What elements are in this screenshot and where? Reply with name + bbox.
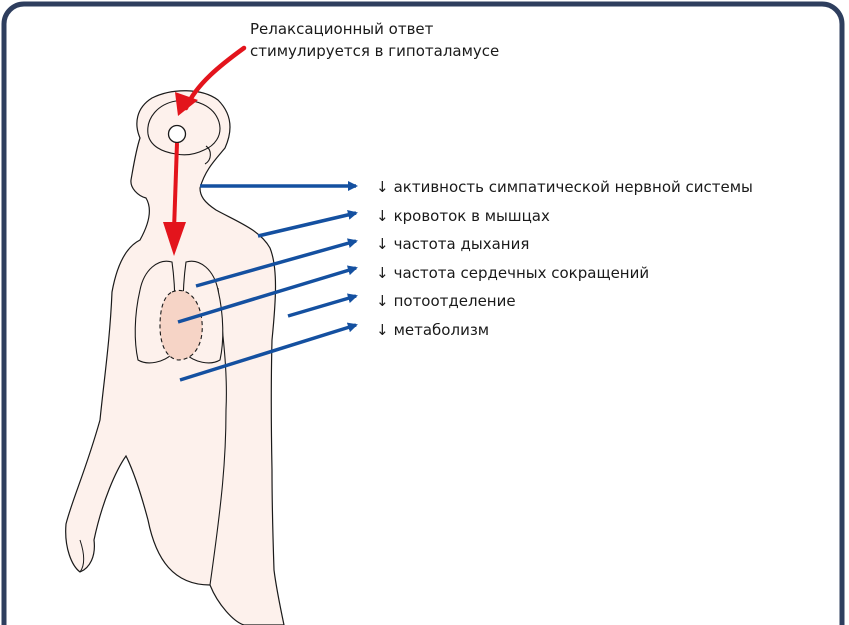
effect-label: активность симпатической нервной системы bbox=[394, 178, 753, 196]
arrow-right-icon bbox=[258, 213, 356, 236]
effect-label: потоотделение bbox=[394, 292, 516, 310]
decrease-arrow-icon: ↓ bbox=[376, 178, 389, 196]
arrow-right-icon bbox=[288, 296, 356, 316]
effect-item-heart-rate: ↓ частота сердечных сокращений bbox=[376, 262, 753, 291]
effect-item-muscle-blood-flow: ↓ кровоток в мышцах bbox=[376, 205, 753, 234]
hypothalamus-circle bbox=[169, 126, 186, 143]
effect-label: метаболизм bbox=[394, 321, 490, 339]
effect-label: частота сердечных сокращений bbox=[394, 264, 650, 282]
effects-list: ↓ активность симпатической нервной систем… bbox=[376, 176, 753, 348]
effect-label: частота дыхания bbox=[394, 235, 530, 253]
effect-item-sweating: ↓ потоотделение bbox=[376, 290, 753, 319]
decrease-arrow-icon: ↓ bbox=[376, 292, 389, 310]
effect-label: кровоток в мышцах bbox=[394, 207, 550, 225]
effect-item-sympathetic: ↓ активность симпатической нервной систем… bbox=[376, 176, 753, 205]
decrease-arrow-icon: ↓ bbox=[376, 235, 389, 253]
decrease-arrow-icon: ↓ bbox=[376, 321, 389, 339]
decrease-arrow-icon: ↓ bbox=[376, 264, 389, 282]
decrease-arrow-icon: ↓ bbox=[376, 207, 389, 225]
caption-line-2: стимулируется в гипоталамусе bbox=[250, 40, 499, 62]
effect-item-metabolism: ↓ метаболизм bbox=[376, 319, 753, 348]
caption-line-1: Релаксационный ответ bbox=[250, 18, 499, 40]
effect-item-breathing-rate: ↓ частота дыхания bbox=[376, 233, 753, 262]
hypothalamus-caption: Релаксационный ответ стимулируется в гип… bbox=[250, 18, 499, 62]
